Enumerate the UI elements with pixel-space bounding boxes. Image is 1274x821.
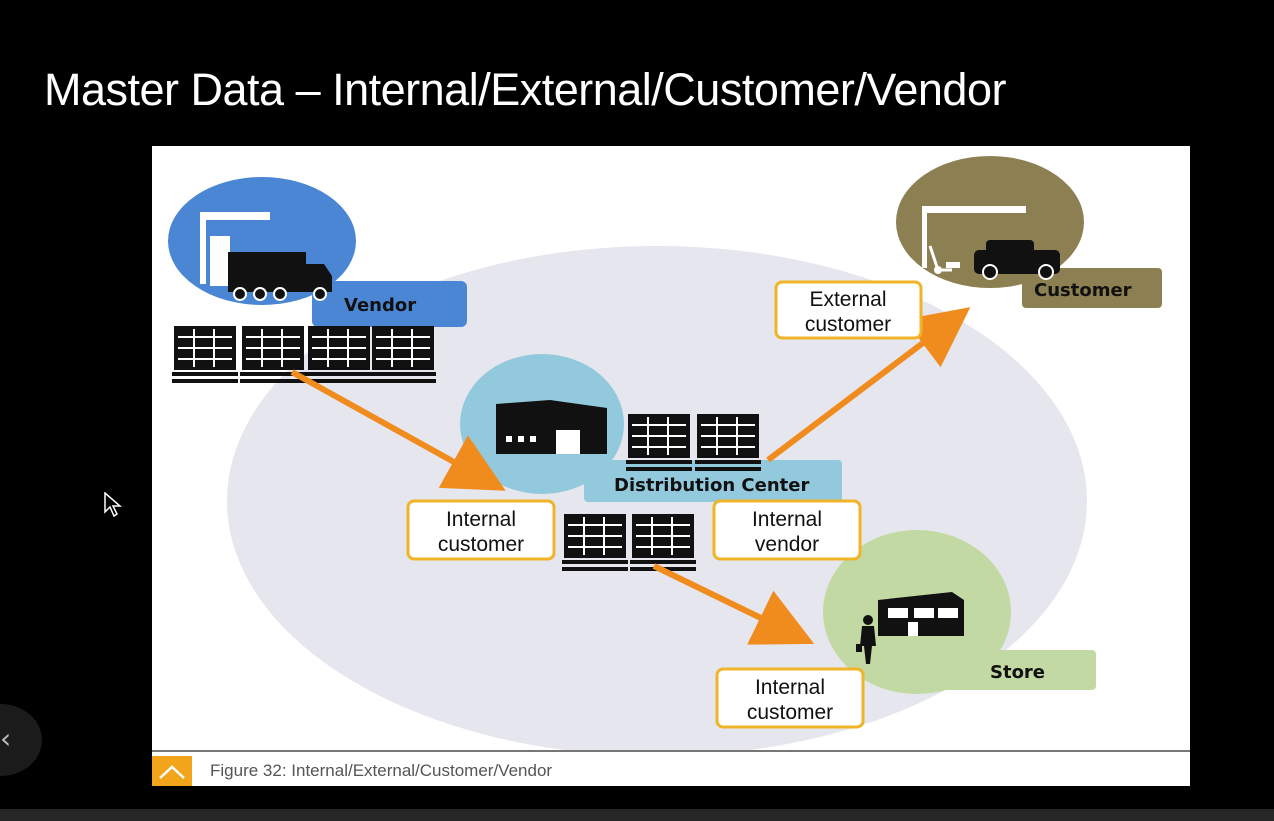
svg-text:customer: customer — [747, 701, 833, 724]
vendor-node: Vendor — [168, 177, 467, 327]
svg-text:Internal: Internal — [446, 508, 516, 531]
external-customer-box: External customer — [774, 280, 923, 340]
back-button[interactable]: ‹ — [0, 704, 42, 776]
arrow-vendor-to-dc — [290, 369, 506, 491]
arrow-dc-to-store — [652, 563, 815, 645]
svg-text:Internal: Internal — [755, 676, 825, 699]
chevron-up-icon — [152, 756, 192, 786]
figure-caption-bar: Figure 32: Internal/External/Customer/Ve… — [152, 750, 1190, 786]
arrow-dc-to-customer — [766, 307, 971, 463]
svg-text:Internal: Internal — [752, 508, 822, 531]
figure-caption: Figure 32: Internal/External/Customer/Ve… — [210, 761, 553, 780]
chevron-left-icon: ‹ — [0, 722, 12, 755]
svg-text:customer: customer — [438, 533, 524, 556]
internal-customer-store-box: Internal customer — [715, 667, 865, 729]
svg-text:customer: customer — [805, 313, 891, 336]
internal-customer-dc-box: Internal customer — [406, 499, 556, 561]
distribution-center-label: Distribution Center — [614, 475, 809, 496]
flow-diagram: Vendor Distribution Center — [168, 156, 1162, 750]
mouse-cursor-icon — [104, 492, 122, 518]
svg-text:vendor: vendor — [755, 533, 819, 556]
customer-label: Customer — [1034, 280, 1132, 301]
store-node: Store — [823, 530, 1096, 694]
bottom-bar — [0, 809, 1274, 821]
shopper-icon — [856, 615, 876, 664]
store-label: Store — [990, 662, 1045, 683]
internal-vendor-box: Internal vendor — [712, 499, 862, 561]
vendor-truck-icon — [200, 212, 332, 301]
svg-text:External: External — [809, 288, 886, 311]
slide-title: Master Data – Internal/External/Customer… — [44, 64, 1006, 115]
customer-van-icon — [922, 206, 1060, 280]
store-building-icon — [878, 592, 964, 636]
figure-panel: Vendor Distribution Center — [152, 146, 1190, 786]
vendor-pallets-icon — [171, 325, 437, 384]
vendor-label: Vendor — [344, 295, 416, 316]
warehouse-icon — [496, 400, 607, 454]
customer-node: Customer — [896, 156, 1162, 308]
